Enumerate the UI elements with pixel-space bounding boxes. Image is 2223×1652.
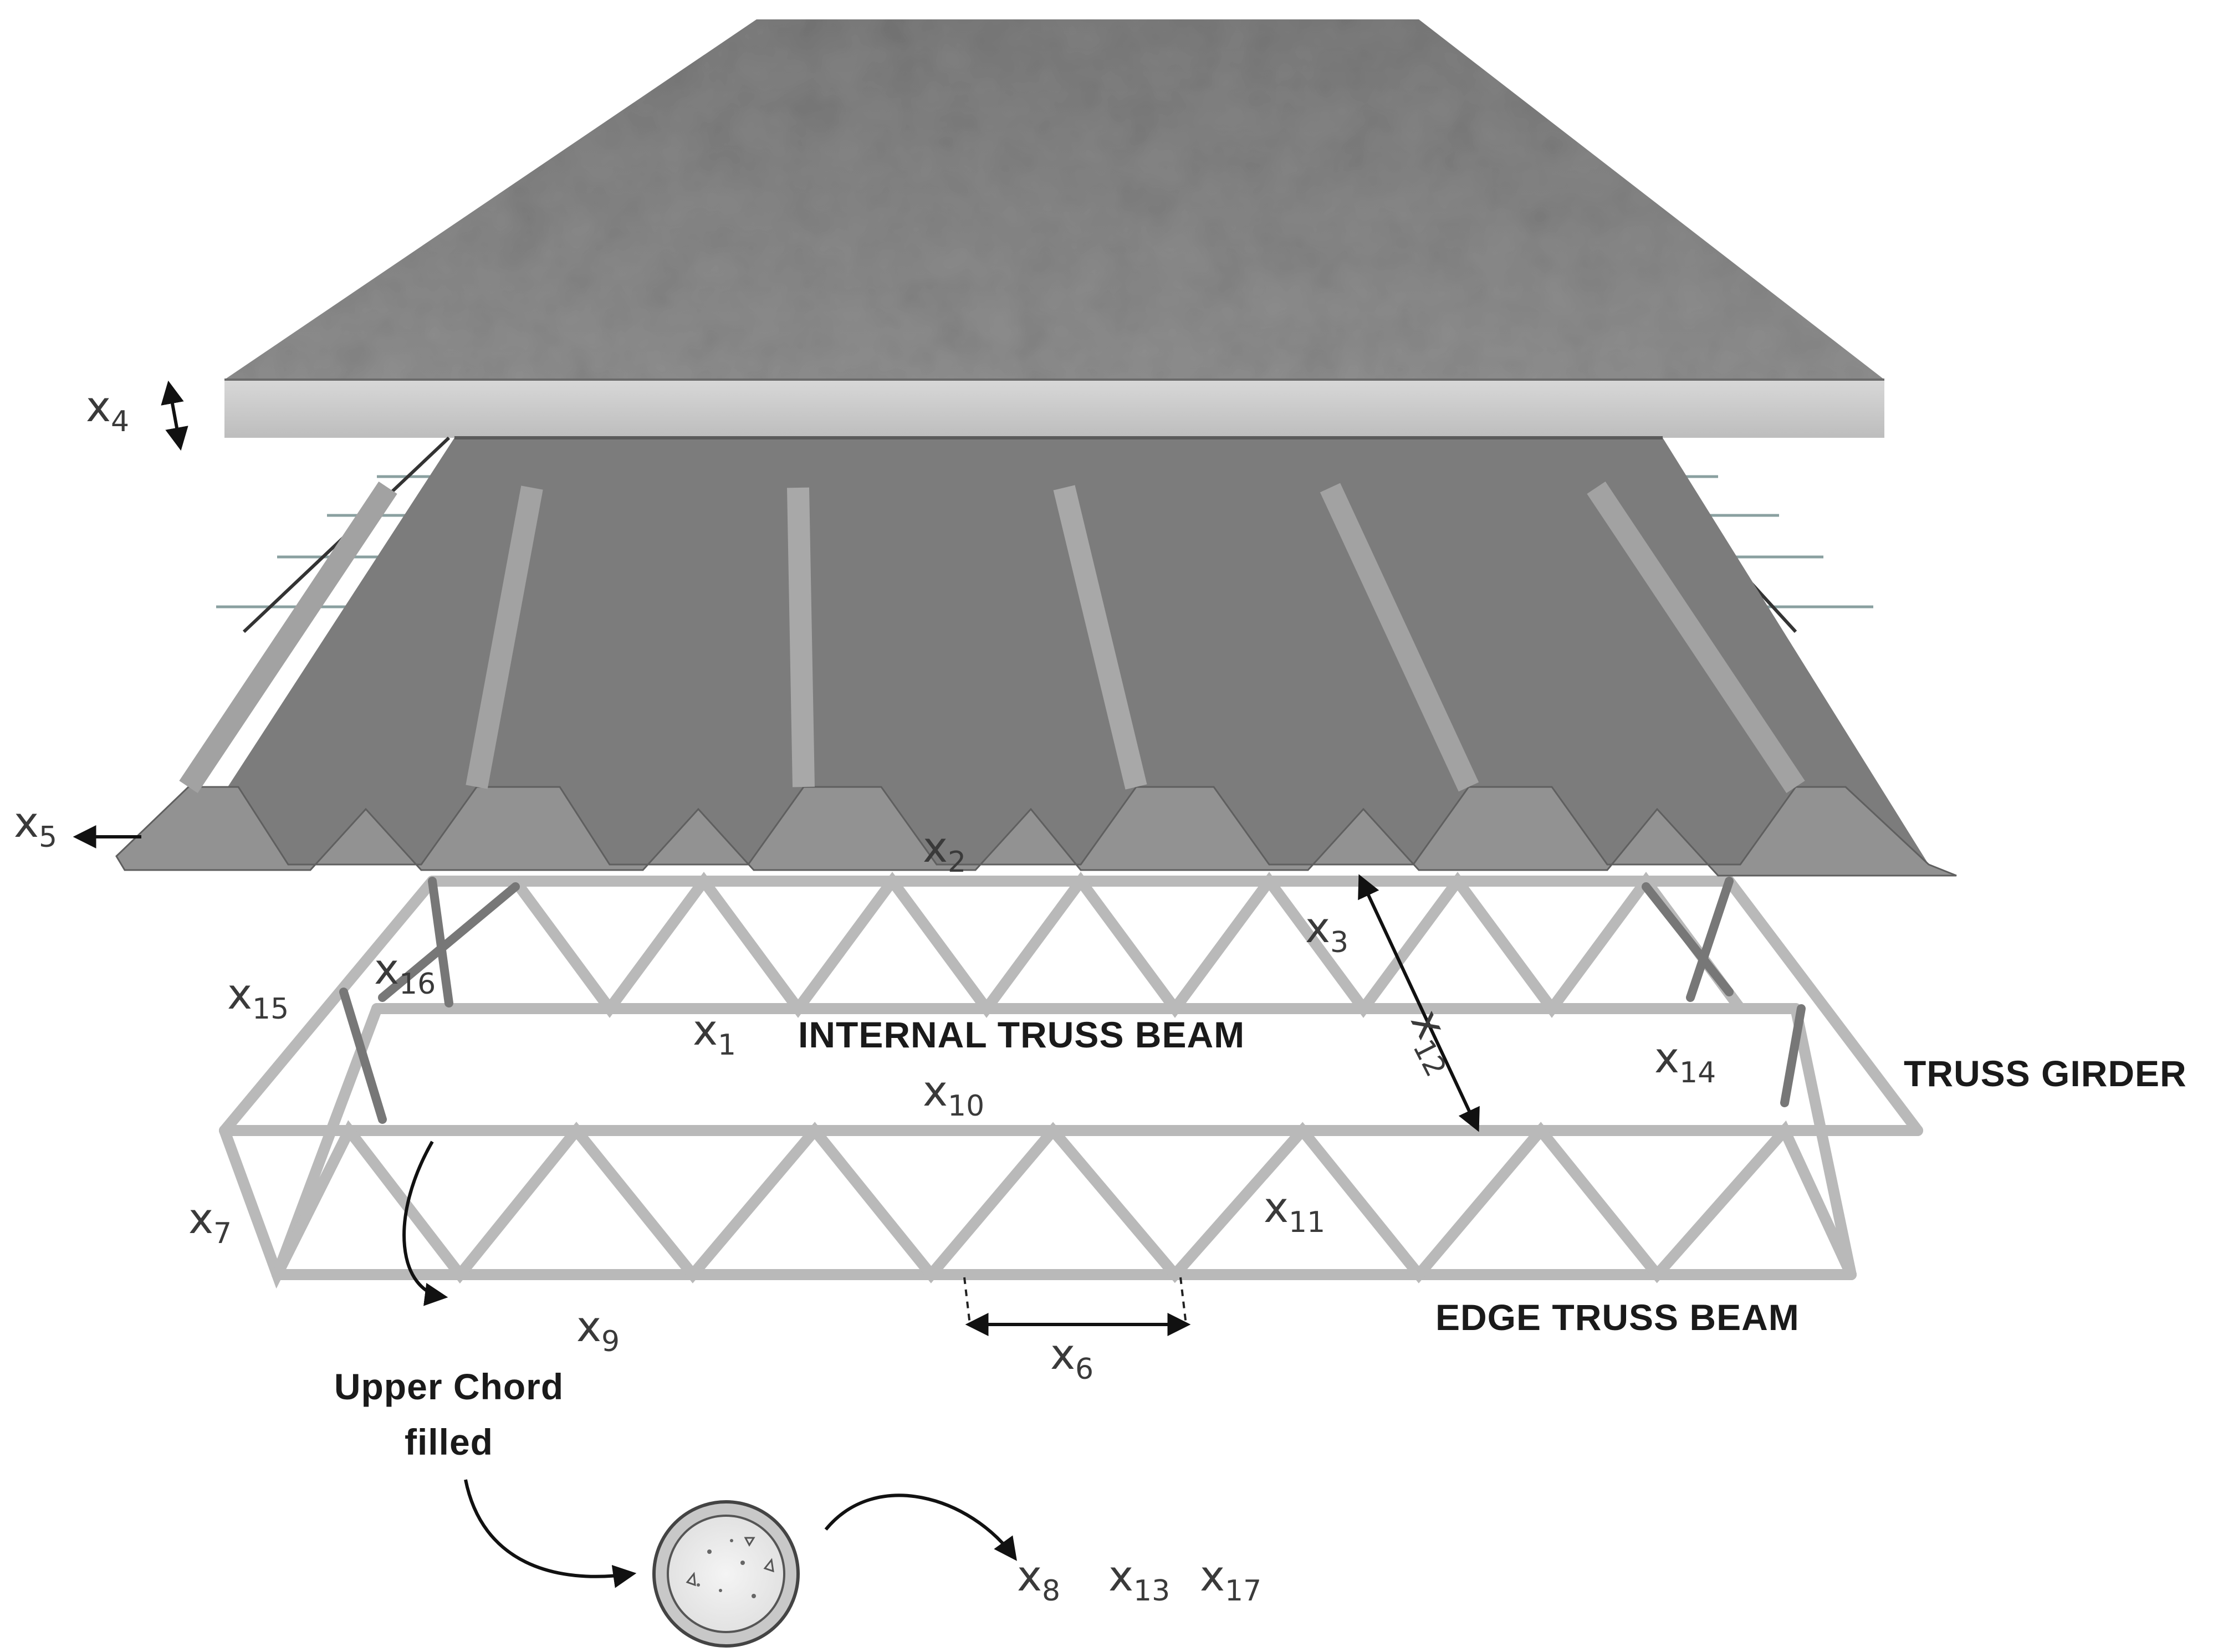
label-x11: 11 bbox=[1289, 1206, 1325, 1239]
slab-top-face bbox=[224, 19, 1884, 380]
label-x10: 10 bbox=[948, 1090, 984, 1123]
svg-text:x3: x3 bbox=[1305, 903, 1348, 959]
edge-truss-web bbox=[219, 1120, 1857, 1289]
svg-text:x13: x13 bbox=[1108, 1551, 1170, 1608]
right-girder-top bbox=[1724, 876, 1923, 1136]
label-x4: 4 bbox=[111, 405, 129, 438]
label-x2: 2 bbox=[948, 846, 966, 879]
to-variables-arrow bbox=[824, 1494, 1017, 1561]
right-girder-bottom bbox=[1790, 1003, 1857, 1280]
internal-truss-web bbox=[510, 872, 1746, 1018]
label-x6: 6 bbox=[1075, 1353, 1093, 1386]
svg-text:x7: x7 bbox=[188, 1194, 232, 1250]
dimension-markers bbox=[73, 380, 1480, 1588]
label-x8: 8 bbox=[1042, 1574, 1060, 1608]
svg-text:x16: x16 bbox=[374, 944, 436, 1001]
concrete-slab bbox=[224, 19, 1884, 438]
svg-text:x5: x5 bbox=[14, 797, 57, 854]
label-x1: 1 bbox=[718, 1029, 736, 1062]
label-x14: 14 bbox=[1679, 1056, 1716, 1090]
label-x9: 9 bbox=[601, 1325, 620, 1358]
slab-front-edge bbox=[224, 380, 1884, 438]
label-x16: 16 bbox=[399, 968, 436, 1001]
svg-text:x15: x15 bbox=[227, 969, 289, 1026]
truss-girder-label: TRUSS GIRDER bbox=[1904, 1053, 2187, 1094]
edge-truss-beam-label: EDGE TRUSS BEAM bbox=[1435, 1297, 1800, 1338]
svg-text:x14: x14 bbox=[1654, 1033, 1716, 1090]
svg-text:x4: x4 bbox=[86, 382, 129, 438]
svg-text:x1: x1 bbox=[693, 1005, 736, 1062]
truss-system bbox=[219, 872, 1923, 1289]
svg-text:x9: x9 bbox=[576, 1302, 620, 1358]
steel-deck bbox=[115, 436, 1957, 877]
filled-chord-section bbox=[652, 1500, 800, 1648]
svg-text:x2: x2 bbox=[923, 822, 966, 879]
label-x17: 17 bbox=[1225, 1574, 1261, 1608]
deck-back-surface bbox=[177, 438, 1929, 865]
component-labels: INTERNAL TRUSS BEAM TRUSS GIRDER EDGE TR… bbox=[334, 1014, 2187, 1462]
internal-truss-beam-label: INTERNAL TRUSS BEAM bbox=[798, 1014, 1245, 1055]
left-girder-top bbox=[219, 876, 438, 1136]
to-section-arrow bbox=[464, 1479, 637, 1588]
x12-span-arrow bbox=[1358, 874, 1480, 1132]
upper-chord-label-line1: Upper Chord bbox=[334, 1366, 564, 1407]
label-x15: 15 bbox=[252, 993, 289, 1026]
label-x7: 7 bbox=[213, 1217, 232, 1250]
x4-thickness-arrow bbox=[161, 380, 188, 451]
label-x3: 3 bbox=[1330, 926, 1348, 959]
svg-text:x6: x6 bbox=[1050, 1329, 1093, 1386]
concrete-core bbox=[667, 1515, 785, 1633]
label-x13: 13 bbox=[1133, 1574, 1170, 1608]
svg-text:x8: x8 bbox=[1017, 1551, 1060, 1608]
upper-chord-label-line2: filled bbox=[405, 1421, 493, 1462]
svg-text:x11: x11 bbox=[1264, 1183, 1325, 1239]
svg-text:x17: x17 bbox=[1200, 1551, 1261, 1608]
label-x5: 5 bbox=[39, 821, 57, 854]
deck-ribs bbox=[115, 786, 1957, 877]
svg-text:x10: x10 bbox=[923, 1066, 984, 1123]
upper-chord-pointer-arrow bbox=[402, 1140, 448, 1306]
